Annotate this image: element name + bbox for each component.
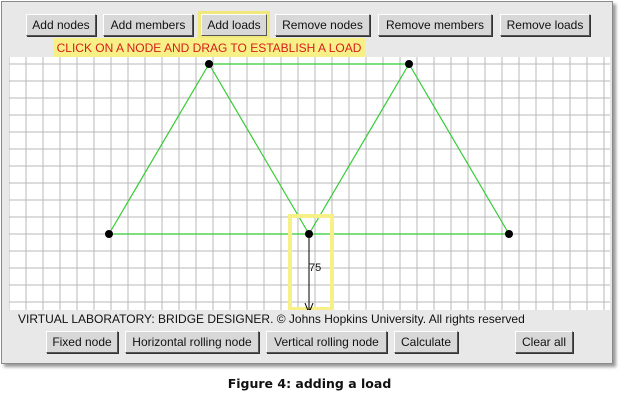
add-nodes-button[interactable]: Add nodes — [26, 14, 96, 36]
member[interactable] — [408, 63, 510, 235]
remove-members-button[interactable]: Remove members — [378, 14, 492, 36]
load-arrow[interactable] — [304, 234, 314, 310]
vertical-rolling-node-button[interactable]: Vertical rolling node — [266, 331, 387, 353]
node[interactable] — [505, 230, 513, 238]
truss-members — [108, 63, 510, 235]
mouse-cursor-icon — [308, 307, 311, 310]
copyright-credit: VIRTUAL LABORATORY: BRIDGE DESIGNER. © J… — [18, 312, 525, 326]
remove-loads-button[interactable]: Remove loads — [500, 14, 590, 36]
node[interactable] — [105, 230, 113, 238]
node[interactable] — [405, 60, 413, 68]
fixed-node-button[interactable]: Fixed node — [46, 331, 118, 353]
member[interactable] — [308, 63, 410, 235]
truss-nodes — [105, 60, 513, 238]
member[interactable] — [108, 63, 210, 235]
figure-caption: Figure 4: adding a load — [227, 376, 392, 391]
horizontal-rolling-node-button[interactable]: Horizontal rolling node — [125, 331, 259, 353]
member[interactable] — [208, 63, 310, 235]
add-members-button[interactable]: Add members — [103, 14, 193, 36]
remove-nodes-button[interactable]: Remove nodes — [275, 14, 370, 36]
calculate-button[interactable]: Calculate — [394, 331, 458, 353]
instruction-banner: CLICK ON A NODE AND DRAG TO ESTABLISH A … — [53, 38, 365, 57]
clear-all-button[interactable]: Clear all — [515, 331, 573, 353]
design-grid-canvas[interactable]: 75 — [9, 57, 610, 310]
add-loads-button[interactable]: Add loads — [198, 11, 270, 39]
load-value-label: 75 — [309, 262, 321, 274]
node[interactable] — [205, 60, 213, 68]
